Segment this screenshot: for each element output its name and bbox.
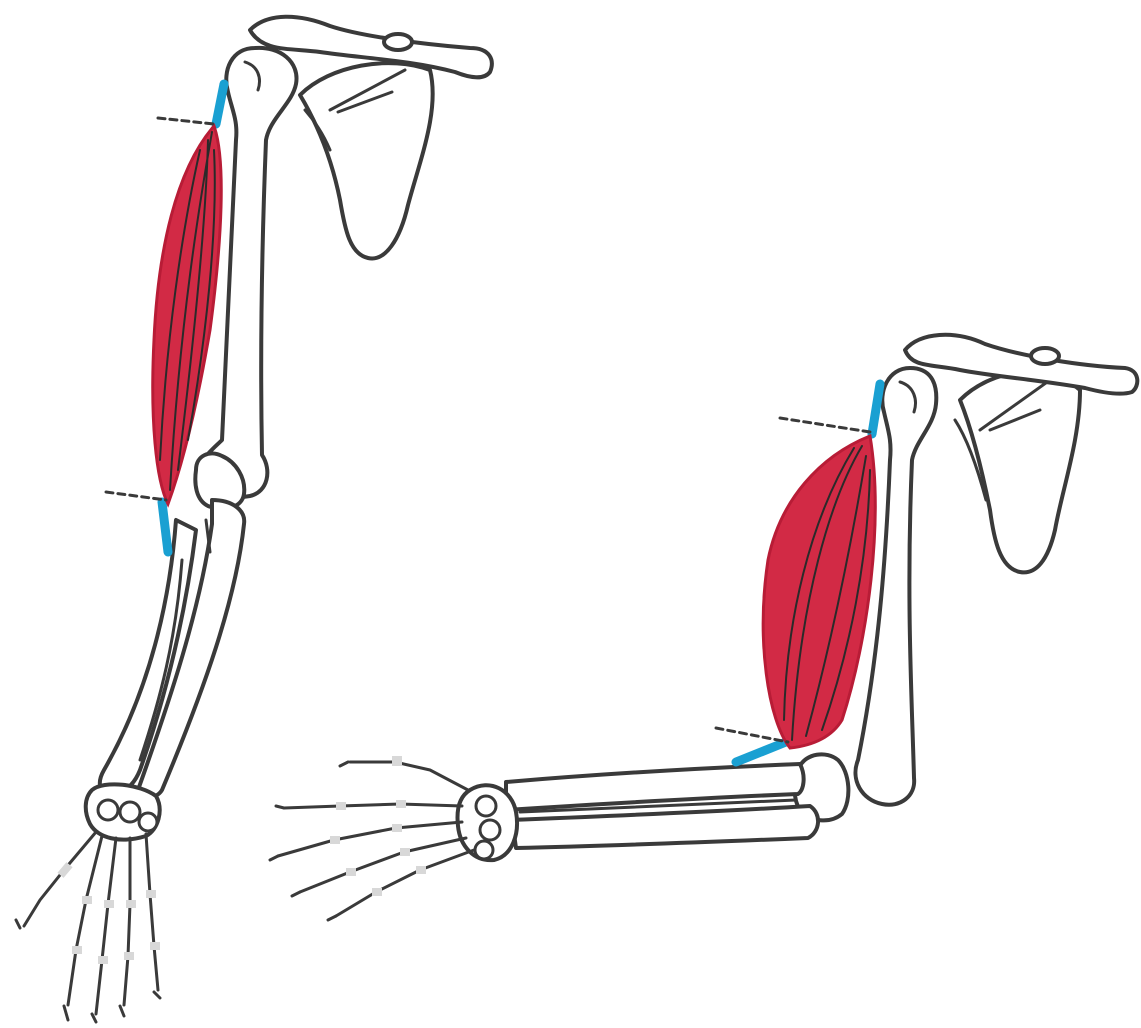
acromion-left	[384, 34, 412, 50]
upper-tendon-left	[216, 84, 224, 124]
carpal-bone-1	[98, 800, 118, 820]
little-finger-right	[336, 850, 474, 916]
index-finger-right	[284, 804, 462, 808]
carpal-bone-r1	[476, 796, 496, 816]
carpal-bone-r3	[475, 841, 493, 859]
muscle-belly-left	[153, 126, 221, 504]
lower-tendon-left	[162, 502, 168, 552]
carpal-bone-2	[120, 802, 140, 822]
middle-finger-left	[96, 838, 116, 1014]
hand-bones-left	[16, 832, 160, 1022]
carpal-bone-3	[139, 813, 157, 831]
acromion-right	[1031, 348, 1059, 364]
attachment-marker-upper-left	[158, 118, 214, 124]
lower-tendon-right	[736, 742, 786, 762]
ulna-right	[512, 806, 818, 848]
upper-tendon-right	[872, 384, 880, 434]
hand-bones-right	[270, 756, 474, 920]
attachment-marker-lower-right	[716, 728, 788, 742]
middle-finger-right	[278, 822, 462, 856]
flexed-arm-panel	[270, 335, 1137, 920]
thumb-right	[350, 762, 468, 790]
little-finger-left	[146, 834, 158, 990]
scapula-left	[300, 63, 433, 258]
carpal-bone-r2	[480, 820, 500, 840]
attachment-marker-lower-left	[106, 492, 166, 500]
ring-finger-left	[124, 838, 130, 1005]
attachment-marker-upper-right	[780, 418, 870, 432]
